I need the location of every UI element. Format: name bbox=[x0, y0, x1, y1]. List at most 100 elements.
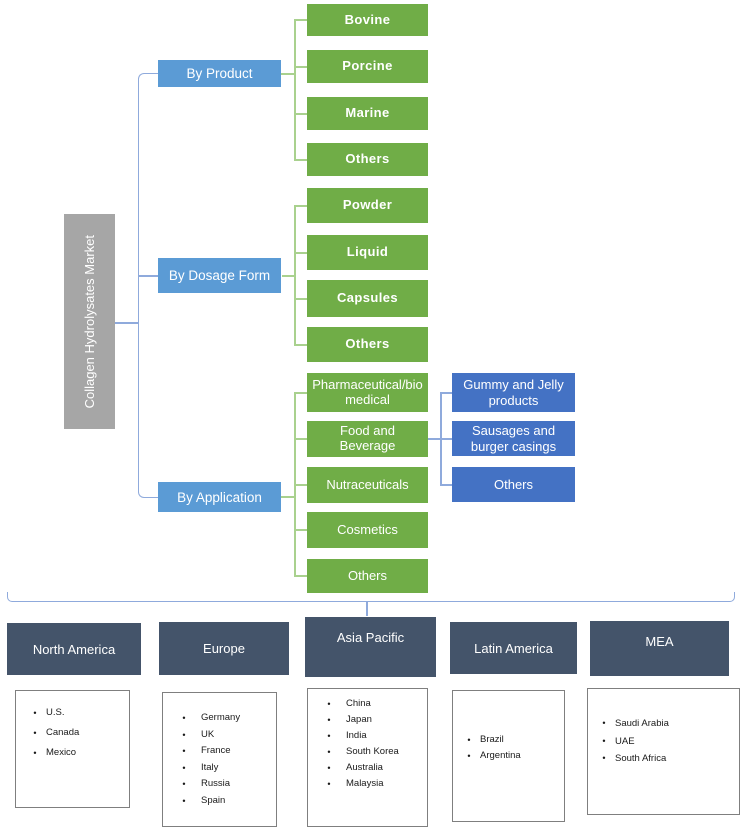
country-item: UK bbox=[167, 727, 274, 744]
item-label: Sausages and burger casings bbox=[470, 422, 557, 454]
item-label: Marine bbox=[345, 105, 390, 121]
product-item-porcine: Porcine bbox=[307, 50, 428, 83]
segment-by-dosage-form-label: By Dosage Form bbox=[168, 268, 271, 283]
country-item: Russia bbox=[167, 776, 274, 793]
country-item: Australia bbox=[312, 760, 425, 776]
item-label: Others bbox=[493, 476, 533, 492]
item-label: Gummy and Jelly products bbox=[463, 376, 564, 408]
food-sub-item-gummy-jelly: Gummy and Jelly products bbox=[452, 373, 575, 412]
country-label: Spain bbox=[201, 794, 226, 806]
region-list-latin-america: Brazil Argentina bbox=[452, 690, 565, 822]
food-sub-stub-line bbox=[440, 392, 452, 394]
application-stub-line bbox=[294, 392, 307, 394]
item-label: Others bbox=[347, 567, 387, 583]
dosage-item-capsules: Capsules bbox=[307, 280, 428, 317]
region-label: North America bbox=[32, 641, 116, 657]
country-item: South Korea bbox=[312, 744, 425, 760]
dosage-item-others: Others bbox=[307, 327, 428, 362]
item-label: Liquid bbox=[346, 244, 389, 260]
product-item-others: Others bbox=[307, 143, 428, 176]
bullet-icon bbox=[593, 733, 615, 751]
segment-by-product: By Product bbox=[158, 60, 281, 87]
country-label: U.S. bbox=[46, 707, 65, 718]
item-label: Porcine bbox=[342, 58, 393, 74]
application-stub-line bbox=[294, 438, 307, 440]
dosage-stub-line bbox=[294, 298, 307, 300]
dosage-stub-line bbox=[294, 205, 307, 207]
region-header-mea: MEA bbox=[590, 621, 729, 676]
product-stub-line bbox=[294, 113, 307, 115]
bullet-icon bbox=[167, 776, 201, 793]
application-link-line bbox=[281, 496, 294, 498]
country-item: U.S. bbox=[24, 703, 125, 723]
country-item: Brazil bbox=[458, 732, 562, 748]
bullet-icon bbox=[167, 727, 201, 744]
application-item-nutraceuticals: Nutraceuticals bbox=[307, 467, 428, 503]
bullet-icon bbox=[24, 743, 46, 763]
application-item-others: Others bbox=[307, 559, 428, 593]
item-label: Bovine bbox=[344, 11, 391, 27]
country-item: South Africa bbox=[593, 750, 737, 768]
bullet-icon bbox=[312, 712, 346, 728]
product-item-bovine: Bovine bbox=[307, 4, 428, 36]
application-item-food-beverage: Food and Beverage bbox=[307, 421, 428, 457]
segment-by-dosage-form: By Dosage Form bbox=[158, 258, 281, 293]
bullet-icon bbox=[312, 696, 346, 712]
bullet-icon bbox=[24, 723, 46, 743]
region-header-europe: Europe bbox=[159, 622, 289, 675]
country-item: China bbox=[312, 696, 425, 712]
country-label: Italy bbox=[201, 761, 219, 773]
food-sub-item-sausages-casings: Sausages and burger casings bbox=[452, 421, 575, 456]
country-label: Argentina bbox=[480, 750, 521, 761]
segment-by-product-label: By Product bbox=[186, 66, 253, 81]
application-stub-line bbox=[294, 575, 307, 577]
bullet-icon bbox=[167, 760, 201, 777]
region-header-latin-america: Latin America bbox=[450, 622, 577, 674]
country-label: Australia bbox=[346, 762, 383, 773]
country-item: Argentina bbox=[458, 748, 562, 764]
bullet-icon bbox=[167, 793, 201, 810]
item-label: Others bbox=[345, 336, 390, 352]
country-item: Germany bbox=[167, 710, 274, 727]
application-item-pharmaceutical: Pharmaceutical/bio medical bbox=[307, 373, 428, 412]
region-list-mea: Saudi Arabia UAE South Africa bbox=[587, 688, 740, 815]
country-label: Canada bbox=[46, 727, 80, 738]
bullet-icon bbox=[312, 728, 346, 744]
segment-by-application-label: By Application bbox=[177, 489, 262, 505]
bullet-icon bbox=[312, 776, 346, 792]
country-label: France bbox=[201, 745, 231, 756]
bullet-icon bbox=[458, 732, 480, 748]
country-label: Brazil bbox=[480, 734, 504, 745]
country-label: India bbox=[346, 730, 367, 741]
region-label: Latin America bbox=[474, 640, 553, 656]
region-label: Asia Pacific bbox=[336, 629, 405, 645]
region-header-asia-pacific: Asia Pacific bbox=[305, 617, 436, 677]
country-item: Italy bbox=[167, 760, 274, 777]
item-label: Others bbox=[345, 151, 390, 167]
country-item: Malaysia bbox=[312, 776, 425, 792]
country-label: Japan bbox=[346, 714, 372, 725]
regions-bracket-line bbox=[7, 592, 735, 602]
dosage-connector-line bbox=[139, 275, 158, 277]
product-branch-line bbox=[294, 19, 296, 160]
country-label: South Korea bbox=[346, 746, 399, 757]
spine-line bbox=[138, 73, 159, 498]
product-link-line bbox=[281, 73, 294, 75]
item-label: Powder bbox=[342, 197, 393, 213]
food-sub-item-others: Others bbox=[452, 467, 575, 502]
country-label: Saudi Arabia bbox=[615, 718, 669, 729]
regions-tick-line bbox=[366, 601, 368, 616]
product-stub-line bbox=[294, 66, 307, 68]
country-item: UAE bbox=[593, 733, 737, 751]
application-stub-line bbox=[294, 484, 307, 486]
region-label: MEA bbox=[645, 634, 674, 649]
country-item: Saudi Arabia bbox=[593, 715, 737, 733]
food-sub-stub-line bbox=[440, 484, 452, 486]
region-list-north-america: U.S. Canada Mexico bbox=[15, 690, 130, 808]
item-label: Pharmaceutical/bio medical bbox=[312, 376, 423, 407]
dosage-branch-line bbox=[294, 205, 296, 345]
country-item: India bbox=[312, 728, 425, 744]
product-item-marine: Marine bbox=[307, 97, 428, 130]
country-label: China bbox=[346, 698, 371, 709]
product-stub-line bbox=[294, 19, 307, 21]
